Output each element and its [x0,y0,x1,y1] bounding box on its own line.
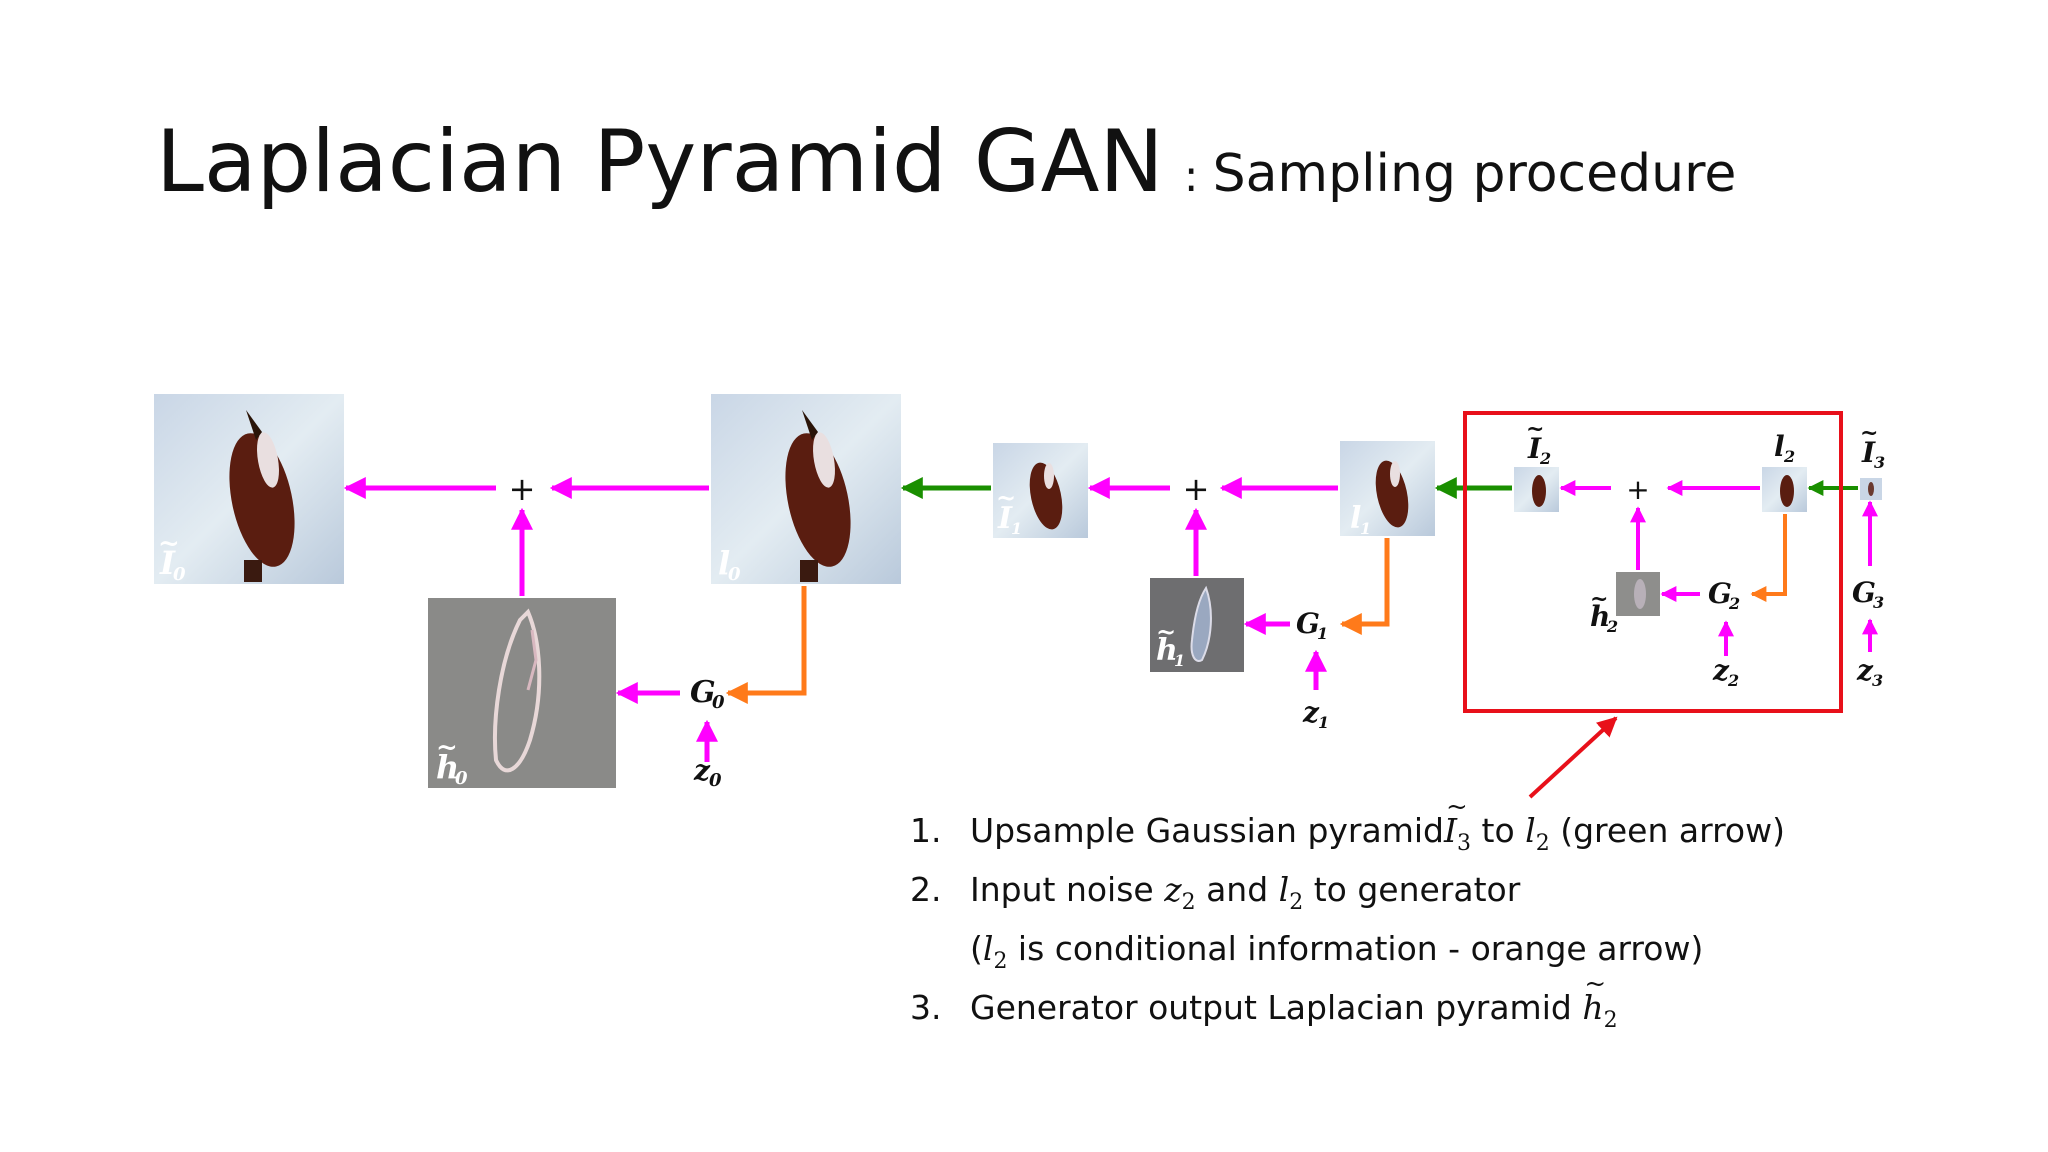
svg-text:I: I [997,501,1013,536]
svg-text:l: l [1774,430,1785,463]
image-I0 [154,394,344,584]
svg-text:1: 1 [1011,519,1022,538]
svg-text:0: 0 [728,564,741,585]
label-h0: h 0 ~ [436,733,468,789]
label-z2: z 2 [1712,654,1739,690]
label-l0: l 0 [718,544,741,585]
plus-0: + [509,470,536,508]
plus-1: + [1183,470,1210,508]
label-G0: G 0 [690,675,725,713]
label-h2: h 2 ~ [1590,586,1618,636]
svg-text:1: 1 [1360,519,1371,538]
tilde-mark: ~ [1446,792,1468,822]
label-z0: z 0 [693,754,722,791]
svg-text:2: 2 [1606,617,1618,636]
svg-text:~: ~ [1156,617,1176,646]
arrow-l1-to-G1 [1339,538,1390,635]
image-l0 [711,394,901,584]
highlight-box [1463,411,1843,713]
title-separator: : [1183,151,1199,202]
svg-text:z: z [1302,696,1320,729]
svg-text:~: ~ [436,733,458,763]
image-l1 [1340,441,1435,536]
label-G2: G 2 [1708,577,1740,613]
svg-text:~: ~ [1860,420,1878,446]
svg-text:1: 1 [1317,624,1328,643]
svg-text:z: z [1856,654,1874,687]
svg-text:G: G [690,675,716,710]
slide-title: Laplacian Pyramid GAN: Sampling procedure [156,112,1736,212]
svg-text:G: G [1296,607,1320,640]
image-h0 [428,598,616,788]
title-main: Laplacian Pyramid GAN [156,112,1164,212]
label-l2: l 2 [1774,430,1795,466]
svg-text:2: 2 [1783,447,1795,466]
label-z1: z 1 [1302,696,1329,732]
svg-text:~: ~ [158,529,180,559]
arrow-l2-to-G2 [1750,514,1787,602]
svg-text:0: 0 [173,564,186,585]
svg-text:z: z [1712,654,1730,687]
image-I1 [993,443,1088,538]
svg-text:2: 2 [1539,449,1551,468]
svg-text:~: ~ [1590,586,1608,612]
svg-text:3: 3 [1873,593,1884,612]
label-I1: I 1 ~ [996,483,1022,538]
svg-text:2: 2 [1728,594,1740,613]
image-h2 [1616,572,1660,616]
label-l1: l 1 [1350,501,1371,538]
svg-text:h: h [436,748,459,786]
svg-text:0: 0 [712,692,725,713]
label-G3: G 3 [1852,576,1884,612]
procedure-notes: 1. Upsample Gaussian pyramid ~I3 to l2 (… [910,792,1785,1044]
label-h1: h 1 ~ [1156,617,1185,670]
svg-text:I: I [159,544,176,582]
tilde-mark: ~ [1584,969,1607,999]
svg-text:z: z [693,754,711,787]
note-item-2-continued: ( l2 is conditional information - orange… [970,929,1704,974]
svg-text:1: 1 [1174,651,1185,670]
label-I2: I 2 ~ [1526,416,1551,468]
arrows [343,477,1878,762]
label-I3: I 3 ~ [1860,420,1885,472]
svg-text:~: ~ [1526,416,1544,442]
label-I0: I 0 ~ [158,529,186,585]
image-l2 [1762,467,1807,512]
note-item-2: 2. Input noise z2 and l2 to generator [910,870,1521,915]
svg-text:1: 1 [1318,713,1329,732]
svg-text:3: 3 [1874,453,1885,472]
title-subtitle: Sampling procedure [1212,144,1737,204]
svg-text:h: h [1156,633,1178,668]
note-item-3: 3. Generator output Laplacian pyramid ~h… [910,969,1785,1044]
image-I3 [1860,478,1882,500]
svg-text:l: l [718,544,730,582]
label-G1: G 1 [1296,607,1328,643]
svg-text:2: 2 [1727,671,1739,690]
svg-text:l: l [1350,501,1361,536]
label-z3: z 3 [1856,654,1883,690]
arrow-l0-to-G0 [725,586,807,704]
plus-2: + [1626,473,1649,506]
svg-text:I: I [1861,436,1876,469]
svg-text:3: 3 [1872,671,1883,690]
svg-text:0: 0 [709,770,722,791]
svg-text:0: 0 [455,768,468,789]
image-I2 [1514,467,1559,512]
svg-text:G: G [1708,577,1732,610]
note-item-1: 1. Upsample Gaussian pyramid ~I3 to l2 (… [910,792,1785,867]
image-h1 [1150,578,1244,672]
svg-text:~: ~ [996,483,1016,512]
svg-text:G: G [1852,576,1876,609]
svg-text:h: h [1590,600,1610,633]
pointer-arrow [1528,716,1618,799]
svg-text:I: I [1527,432,1542,465]
